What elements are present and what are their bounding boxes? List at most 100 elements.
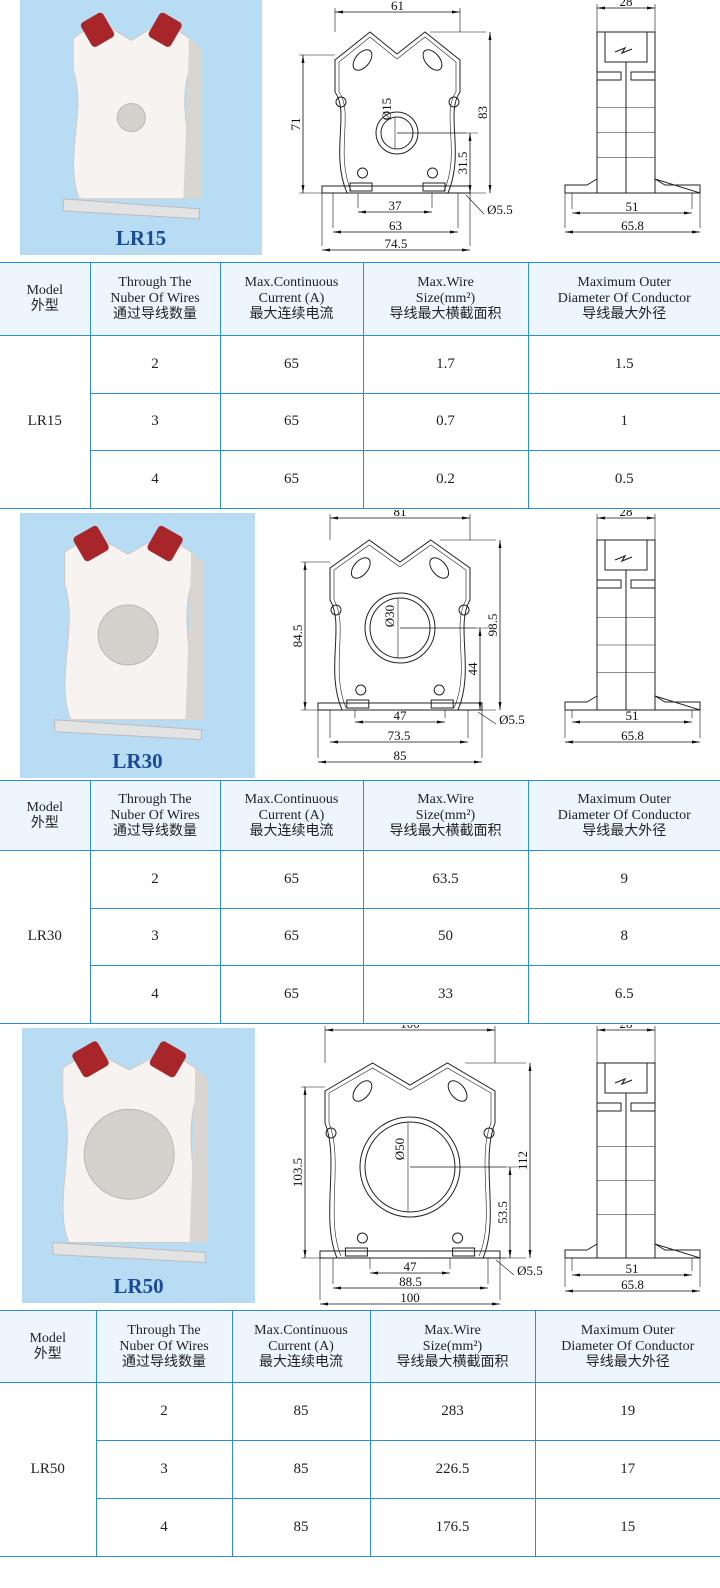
header-text: Maximum Outer	[577, 791, 672, 807]
base-width-dimension: 85	[317, 710, 483, 764]
header-text: Through The	[118, 791, 192, 807]
current-cell: 85	[231, 1440, 371, 1499]
product-photo	[62, 12, 202, 220]
diam-cell: 6.5	[527, 965, 720, 1024]
wires-cell: 2	[95, 1382, 233, 1441]
product-photo-panel: LR30	[20, 513, 255, 778]
width-dimension: 61	[334, 0, 461, 32]
mount-spacing-dimension-label: 47	[394, 708, 408, 723]
base-hole-dimension-label: 73.5	[388, 728, 411, 743]
header-text: 最大连续电流	[259, 1354, 343, 1370]
width-dimension: 81	[329, 510, 471, 540]
mount-spacing-dimension-label: 37	[389, 198, 403, 213]
side-base-dimension: 65.8	[564, 1258, 701, 1293]
header-text: 外型	[33, 1346, 62, 1362]
size-cell: 226.5	[369, 1440, 536, 1499]
wires-cell: 3	[90, 392, 221, 451]
pin-hole-label: Ø5.5	[499, 712, 525, 727]
header-text: 导线最大横截面积	[389, 823, 502, 839]
header-text: 通过导线数量	[122, 1354, 206, 1370]
red-cap	[73, 525, 109, 562]
side-hole-dimension-label: 51	[626, 1261, 639, 1276]
red-cap	[148, 12, 182, 47]
header-text: Max.Continuous	[254, 1322, 348, 1338]
header-text: 导线最大横截面积	[396, 1354, 509, 1370]
total-height-dimension: 98.5	[440, 539, 502, 711]
red-cap	[149, 1041, 187, 1078]
side-view	[564, 31, 701, 194]
base-hole-dimension: 63	[332, 193, 459, 234]
base-width-dimension: 74.5	[321, 193, 471, 252]
pin-hole-label: Ø5.5	[517, 1263, 543, 1278]
product-photo	[54, 525, 204, 741]
header-text: Current (A)	[268, 1338, 334, 1354]
hole-diameter-label: Ø15	[379, 98, 394, 120]
current-cell: 65	[219, 965, 364, 1024]
width-dimension-label: 100	[400, 1025, 420, 1031]
side-hole-dimension: 51	[571, 193, 693, 215]
mount-spacing-dimension: 37	[357, 193, 433, 214]
header-text: 最大连续电流	[249, 307, 334, 322]
header-text: Maximum Outer	[577, 275, 672, 290]
side-base-dimension: 65.8	[564, 193, 701, 234]
base-hole-dimension-label: 88.5	[399, 1274, 422, 1289]
red-cap	[147, 525, 183, 562]
current-cell: 85	[231, 1498, 371, 1557]
side-hole-dimension-label: 51	[626, 199, 639, 214]
depth-dimension: 28	[596, 1025, 656, 1063]
wires-cell: 2	[89, 850, 221, 909]
base-hole-dimension-label: 63	[389, 218, 402, 233]
size-cell: 0.7	[362, 392, 529, 451]
center-height-dimension: 31.5	[397, 132, 472, 194]
total-height-dimension: 83	[430, 31, 492, 194]
diam-cell: 15	[534, 1498, 720, 1557]
size-cell: 283	[369, 1382, 536, 1441]
wires-cell: 3	[90, 907, 221, 966]
base-hole-dimension: 73.5	[329, 710, 469, 744]
header-text: Diameter Of Conductor	[557, 291, 691, 306]
side-view	[564, 539, 701, 711]
side-base-dimension: 65.8	[564, 710, 701, 744]
total-height-dimension: 112	[465, 1062, 532, 1259]
inner-height-dimension: 84.5	[290, 561, 330, 711]
header-text: Max.Continuous	[244, 275, 339, 290]
depth-dimension-label: 28	[620, 1025, 633, 1031]
width-dimension-label: 61	[391, 0, 404, 13]
header-text: Through The	[127, 1322, 201, 1338]
header-text: Max.Wire	[417, 791, 474, 807]
header-text: Max.Wire	[417, 275, 474, 290]
diam-cell: 1.5	[527, 335, 720, 394]
header-text: Maximum Outer	[580, 1322, 675, 1338]
depth-dimension-label: 28	[620, 510, 633, 519]
width-dimension: 100	[324, 1025, 496, 1063]
header-text: Model	[26, 283, 64, 298]
current-cell: 85	[231, 1382, 371, 1441]
center-height-dimension-label: 44	[465, 662, 480, 676]
size-cell: 1.7	[362, 335, 529, 394]
header-text: 导线最大外径	[582, 307, 667, 322]
model-label: LR15	[115, 226, 167, 250]
header-text: 外型	[30, 815, 59, 831]
front-view	[317, 539, 488, 711]
depth-dimension: 28	[596, 0, 656, 32]
header-text: Model	[26, 799, 64, 815]
model-cell: LR15	[0, 335, 91, 509]
inner-height-dimension: 71	[288, 54, 335, 194]
inner-height-dimension-label: 103.5	[290, 1158, 305, 1187]
depth-dimension: 28	[596, 510, 656, 540]
center-height-dimension: 53.5	[410, 1166, 512, 1259]
inner-height-dimension-label: 71	[288, 118, 303, 131]
